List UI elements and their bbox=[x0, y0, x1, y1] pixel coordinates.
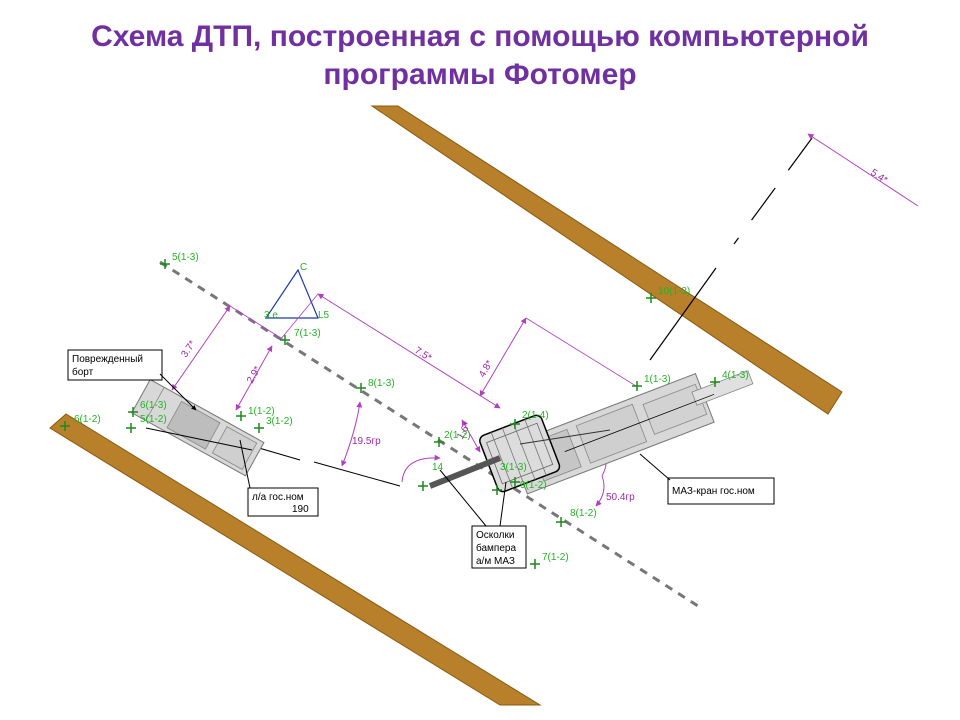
point-label: 3(1-2) bbox=[266, 416, 293, 427]
callout-line: Осколки bbox=[476, 530, 514, 541]
survey-point: 10(1-3) bbox=[646, 286, 690, 303]
callout-line: 190 bbox=[292, 504, 309, 515]
callout-truck: МАЗ-кран гос.ном bbox=[639, 453, 775, 505]
title-line-1: Схема ДТП, построенная с помощью компьют… bbox=[91, 20, 869, 53]
point-label: 4(1-3) bbox=[722, 370, 749, 381]
point-label: 9(1-2) bbox=[520, 480, 547, 491]
callout-line: л/а гос.ном bbox=[252, 492, 304, 503]
survey-point: 9(1-2) bbox=[510, 477, 547, 491]
angle-label: 50.4гр bbox=[606, 492, 635, 503]
title-line-2: программы Фотомер bbox=[323, 58, 637, 91]
point-label: 3(1-3) bbox=[500, 462, 527, 473]
survey-point: 4(1-3) bbox=[710, 370, 749, 387]
callout-line: борт bbox=[72, 366, 94, 378]
slide-title: Схема ДТП, построенная с помощью компьют… bbox=[0, 18, 960, 94]
callout-debris: Осколки бампера а/м МАЗ bbox=[439, 469, 527, 569]
callout-car-plate: л/а гос.ном 190 bbox=[239, 439, 319, 517]
survey-point: 5(1-3) bbox=[160, 252, 199, 269]
survey-point: 5(1-2) bbox=[126, 414, 167, 433]
road-edge-upper bbox=[370, 105, 843, 415]
survey-point: 3(1-3) bbox=[492, 462, 527, 495]
dimension-4-8: 4.8* bbox=[477, 317, 637, 397]
point-label: 6(1-2) bbox=[74, 414, 101, 425]
point-label: 5(1-2) bbox=[140, 414, 167, 425]
approach-arc bbox=[401, 454, 441, 483]
maz-crane-truck bbox=[428, 370, 754, 495]
point-label: 8(1-3) bbox=[368, 378, 395, 389]
dimension-label: 7.5* bbox=[412, 345, 433, 364]
triangle-left-label: 3.e bbox=[264, 310, 278, 321]
dimension-7-5: 7.5* bbox=[279, 293, 501, 409]
road-centerline bbox=[159, 260, 699, 608]
point-label: 7(1-2) bbox=[542, 552, 569, 563]
reference-line-lower bbox=[649, 267, 717, 361]
point-label: 2(1-2) bbox=[444, 430, 471, 441]
survey-point: 2(1-4) bbox=[510, 410, 549, 429]
dimension-label: 2.9* bbox=[245, 364, 263, 385]
triangle-right-label: L5 bbox=[318, 310, 330, 321]
survey-point: 14 bbox=[418, 462, 444, 491]
survey-point: 1(1-3) bbox=[632, 374, 671, 391]
road-edge-lower bbox=[49, 413, 542, 706]
dimension-5-4: 5.4* bbox=[807, 133, 919, 207]
angle-19-5: 19.5гр bbox=[251, 401, 401, 487]
survey-point: 1(1-2) bbox=[236, 406, 275, 421]
dimension-label: 5.4* bbox=[868, 167, 889, 186]
callout-damaged-side: Поврежденный борт bbox=[67, 349, 197, 411]
survey-point: 7(1-2) bbox=[530, 552, 569, 569]
dimension-2-9: 2.9* bbox=[235, 345, 273, 411]
reference-line bbox=[733, 137, 813, 245]
survey-point: 2(1-2) bbox=[434, 430, 471, 447]
triangle-apex-label: C bbox=[300, 262, 307, 273]
callout-line: МАЗ-кран гос.ном bbox=[672, 486, 755, 497]
survey-points: 5(1-3) 6(1-2) 7(1-3) 8(1-3) 10(1-3) 1(1-… bbox=[60, 252, 749, 569]
point-label: 6(1-3) bbox=[140, 400, 167, 411]
survey-point: 6(1-2) bbox=[60, 414, 101, 431]
point-label: 7(1-3) bbox=[294, 328, 321, 339]
point-label: 1(1-3) bbox=[644, 374, 671, 385]
angle-label: 19.5гр bbox=[352, 436, 381, 447]
point-label: 5(1-3) bbox=[172, 252, 199, 263]
passenger-car bbox=[131, 378, 265, 477]
point-label: 8(1-2) bbox=[570, 508, 597, 519]
callout-line: а/м МАЗ bbox=[476, 556, 515, 567]
survey-point: 7(1-3) bbox=[280, 328, 321, 345]
survey-point: 3(1-2) bbox=[254, 416, 293, 433]
callout-line: бампера bbox=[476, 542, 516, 554]
point-label: 14 bbox=[432, 462, 444, 473]
point-label: 2(1-4) bbox=[522, 410, 549, 421]
point-label: 10(1-3) bbox=[658, 286, 690, 297]
callout-line: Поврежденный bbox=[72, 354, 143, 365]
survey-point: 8(1-3) bbox=[356, 378, 395, 393]
survey-point: 8(1-2) bbox=[556, 508, 597, 527]
dimension-label: 4.8* bbox=[477, 358, 495, 379]
point-label: 1(1-2) bbox=[248, 406, 275, 417]
measurement-triangle: C 3.e L5 bbox=[264, 262, 330, 321]
survey-point: 6(1-3) bbox=[128, 400, 167, 417]
